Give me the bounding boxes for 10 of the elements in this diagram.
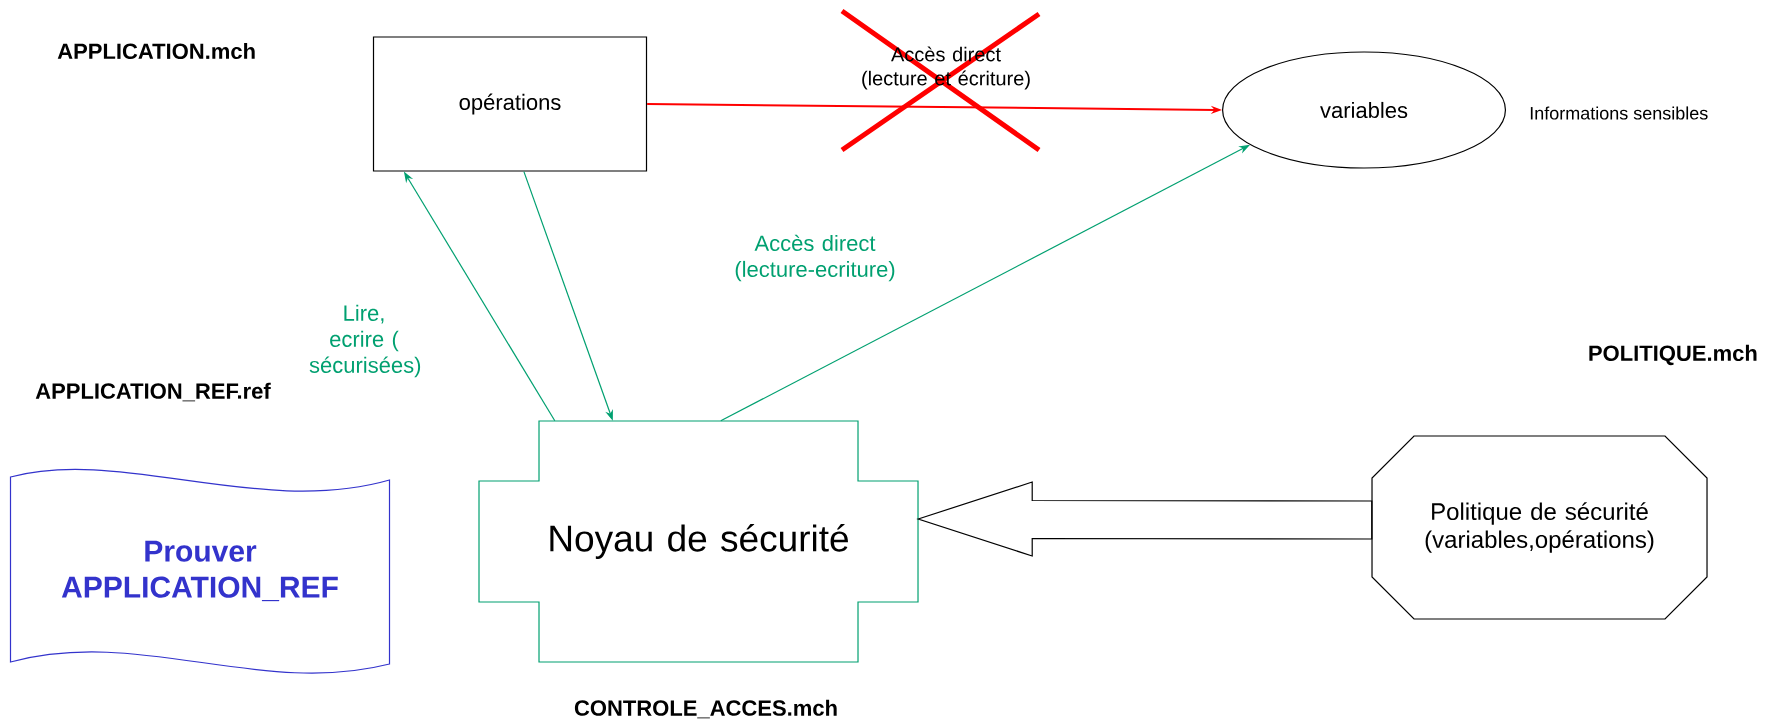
file-label: APPLICATION.mch <box>57 42 255 60</box>
file-label: POLITIQUE.mch <box>1589 344 1757 366</box>
process-box: opérations <box>372 36 648 172</box>
file-label: APPLICATION_REF.ref <box>35 382 271 402</box>
file-label: CONTROLE_ACCES.mch <box>574 699 837 719</box>
side-note: Informations sensibles <box>1530 106 1708 120</box>
kernel-box: Noyau de sécurité <box>478 420 919 663</box>
edge-label: Accès direct (lecture-ecriture) <box>735 234 895 282</box>
policy-octagon: Politique de sécurité (variables,opérations) <box>1371 435 1708 620</box>
edge-label: Lire, ecrire ( sécurisées) <box>309 304 421 378</box>
